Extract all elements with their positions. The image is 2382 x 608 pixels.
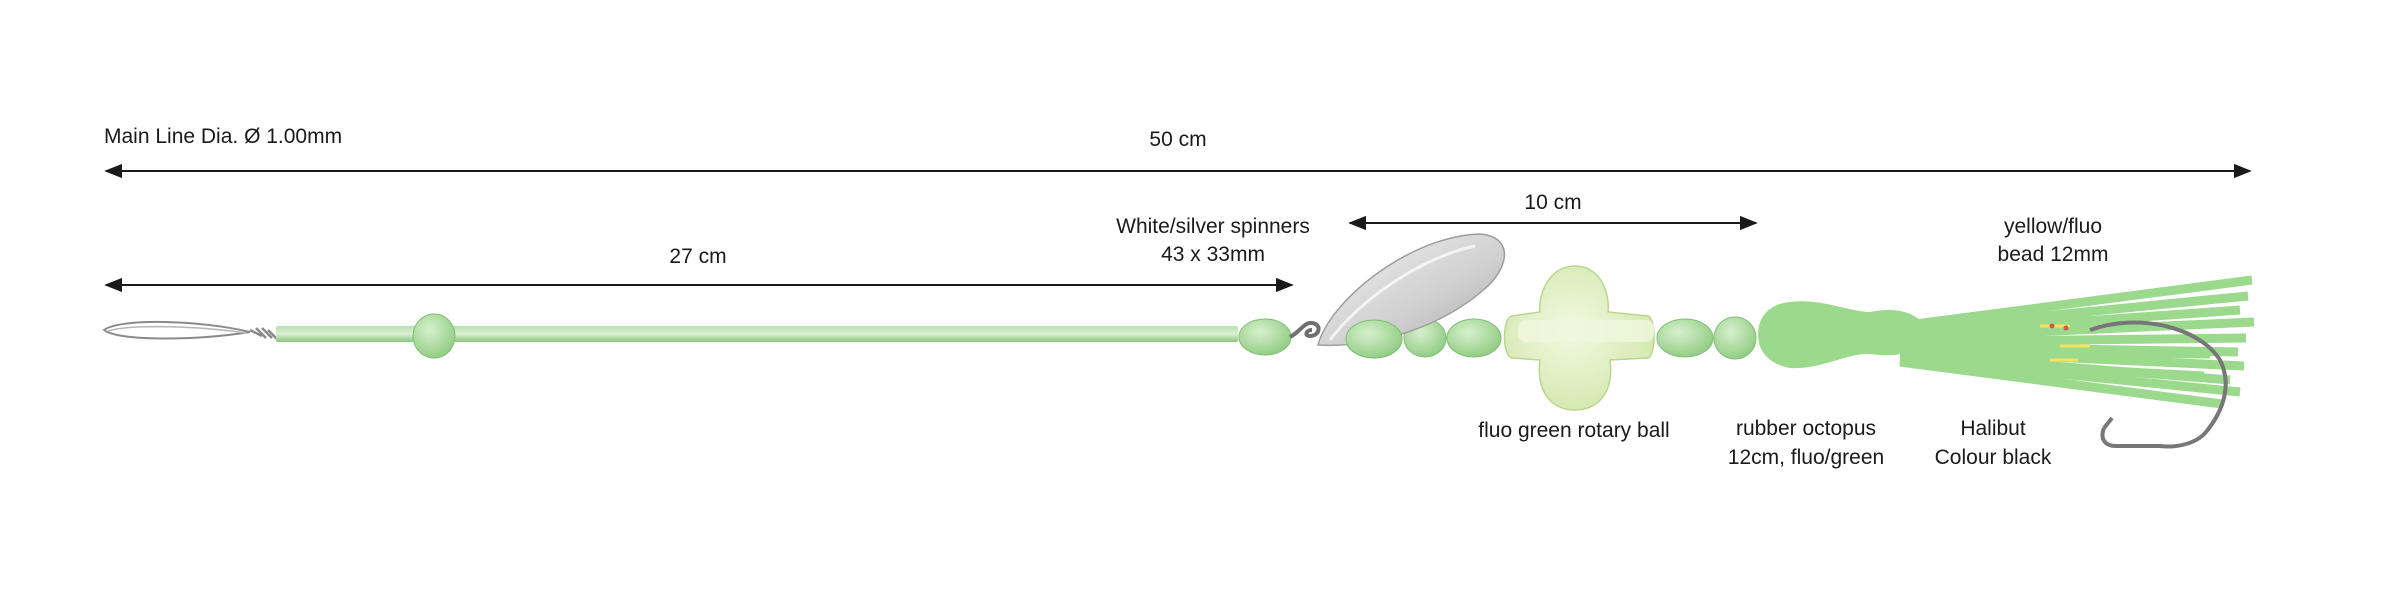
spinner-label-line2: 43 x 33mm (1161, 243, 1265, 266)
swivel (1289, 320, 1321, 339)
small-bead (412, 313, 456, 359)
hook-shank-tip (2102, 416, 2114, 430)
yellow-bead (2040, 323, 2090, 362)
halibut-hook (2089, 320, 2228, 449)
rotary-ball (1503, 265, 1655, 411)
octopus-label-line1: rubber octopus (1736, 417, 1876, 440)
loop (102, 320, 279, 341)
hook-label-line1: Halibut (1960, 417, 2026, 440)
oval-bead-front (1345, 319, 1403, 359)
rubber-octopus (1758, 275, 2255, 409)
bead-label-line1: yellow/fluo (2004, 215, 2102, 238)
lure-length-label: 10 cm (1524, 191, 1581, 214)
spinner-label-line1: White/silver spinners (1116, 215, 1310, 238)
bead-label-line2: bead 12mm (1998, 243, 2109, 266)
hook-label-line2: Colour black (1935, 446, 2052, 469)
main-line-label: Main Line Dia. Ø 1.00mm (104, 125, 342, 148)
total-length-label: 50 cm (1149, 128, 1206, 151)
rotary-ball-label: fluo green rotary ball (1478, 419, 1669, 442)
line-length-label: 27 cm (669, 245, 726, 268)
main-line (276, 326, 1238, 342)
octopus-label-line2: 12cm, fluo/green (1728, 446, 1884, 469)
